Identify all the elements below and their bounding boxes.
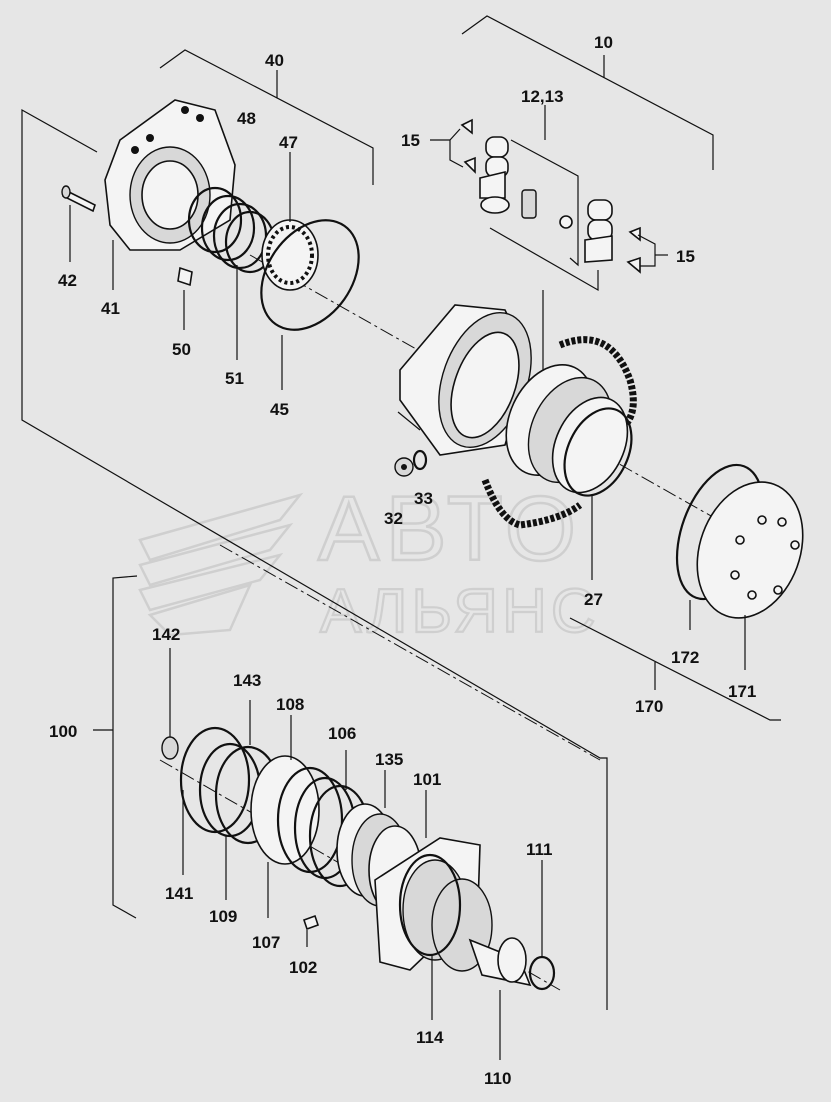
bearing-47 (261, 152, 319, 291)
pin-50 (177, 266, 193, 330)
label-142: 142 (152, 625, 180, 644)
label-108: 108 (276, 695, 304, 714)
bracket-40 (159, 49, 374, 185)
pin-102 (302, 914, 320, 947)
label-101: 101 (413, 770, 441, 789)
label-141: 141 (165, 884, 193, 903)
label-40: 40 (265, 51, 284, 70)
watermark-logo (138, 492, 304, 637)
shaft-110 (431, 878, 532, 1060)
label-135: 135 (375, 750, 403, 769)
assembly-27 (505, 363, 633, 580)
watermark-line2: АЛЬЯНС (320, 577, 600, 646)
label-143: 143 (233, 671, 261, 690)
washer-142 (161, 648, 179, 760)
cylinder-drum (399, 304, 532, 456)
label-47: 47 (279, 133, 298, 152)
label-50: 50 (172, 340, 191, 359)
label-114: 114 (416, 1028, 444, 1047)
label-42: 42 (58, 271, 77, 290)
valve-parts-10 (430, 105, 668, 375)
label-170: 170 (635, 697, 663, 716)
bead-chain-lower (481, 478, 583, 529)
label-107: 107 (252, 933, 280, 952)
label-102: 102 (289, 958, 317, 977)
label-110: 110 (484, 1069, 511, 1088)
label-15-right: 15 (676, 247, 695, 266)
label-106: 106 (328, 724, 356, 743)
watermark-line1: АВТО (318, 478, 582, 580)
label-10: 10 (594, 33, 613, 52)
label-33: 33 (414, 489, 433, 508)
label-32: 32 (384, 509, 403, 528)
bracket-170 (569, 617, 781, 721)
bead-chain-upper (558, 336, 637, 433)
oring-111 (528, 955, 556, 991)
bolt-42 (61, 185, 96, 262)
label-48: 48 (237, 109, 256, 128)
seal-45 (260, 219, 360, 331)
label-51: 51 (225, 369, 244, 388)
label-171: 171 (728, 682, 756, 701)
label-100: 100 (49, 722, 77, 741)
nut-32 (394, 411, 421, 477)
ring-114 (398, 853, 462, 957)
label-41: 41 (101, 299, 120, 318)
bracket-left-upper (21, 108, 608, 1010)
label-109: 109 (209, 907, 237, 926)
plates-108-107-106 (250, 715, 372, 918)
label-45: 45 (270, 400, 289, 419)
washer-33 (412, 449, 428, 471)
label-172: 172 (671, 648, 699, 667)
label-27: 27 (584, 590, 603, 609)
label-15-left: 15 (401, 131, 420, 150)
bracket-10 (461, 15, 714, 170)
axis-middle (219, 544, 601, 761)
bracket-100 (93, 575, 138, 919)
cover-171 (689, 481, 804, 670)
label-111: 111 (526, 840, 553, 859)
label-12-13: 12,13 (521, 87, 564, 106)
